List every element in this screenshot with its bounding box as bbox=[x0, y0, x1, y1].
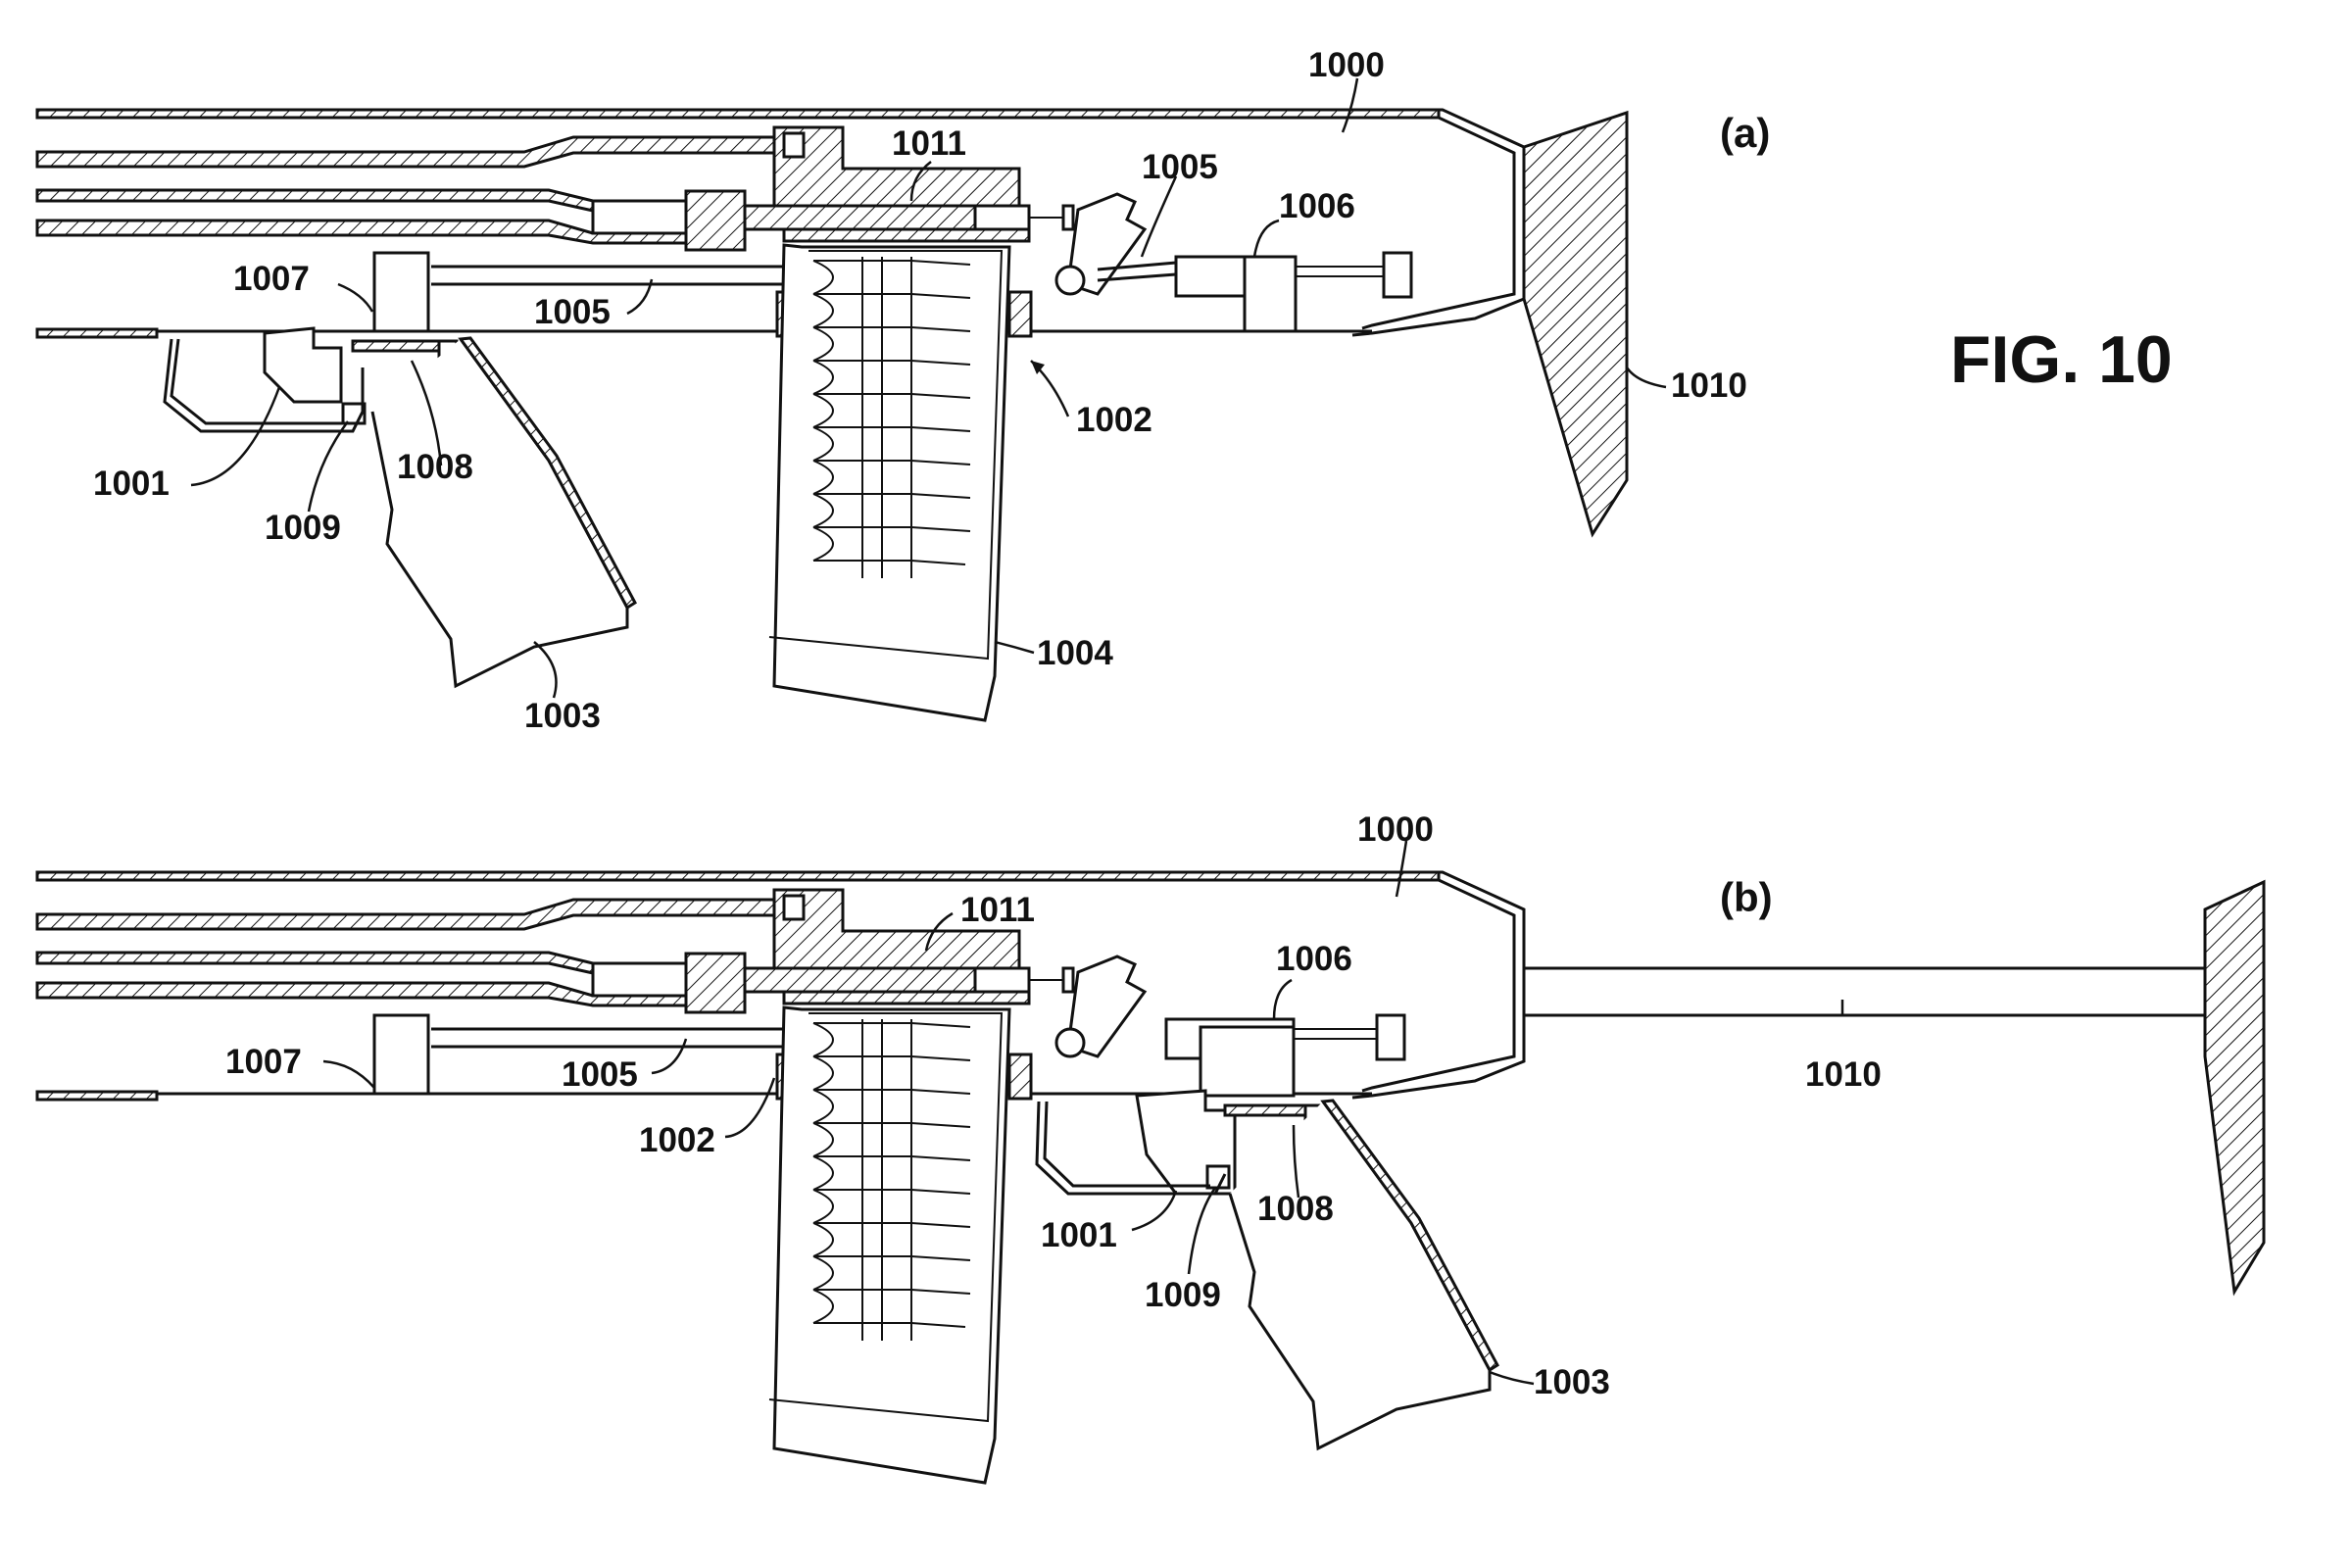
label-1005-upper-a: 1005 bbox=[1142, 148, 1218, 186]
label-1011-b: 1011 bbox=[960, 891, 1035, 929]
label-1003-b: 1003 bbox=[1534, 1363, 1610, 1401]
label-1007-a: 1007 bbox=[233, 260, 310, 298]
label-1002-a: 1002 bbox=[1076, 401, 1152, 439]
label-1008-b: 1008 bbox=[1257, 1190, 1334, 1228]
label-1008-a: 1008 bbox=[397, 448, 473, 486]
label-1001-a: 1001 bbox=[93, 465, 170, 503]
label-1000-b: 1000 bbox=[1357, 810, 1434, 849]
label-1005-b: 1005 bbox=[562, 1055, 638, 1094]
panel-b-leaders bbox=[322, 840, 1844, 1386]
label-1000-a: 1000 bbox=[1308, 46, 1385, 84]
panel-b bbox=[35, 870, 2266, 1485]
panel-b-tag: (b) bbox=[1720, 874, 1773, 920]
label-1005-lower-a: 1005 bbox=[534, 293, 611, 331]
label-1011-a: 1011 bbox=[892, 124, 966, 163]
panel-a-leaders bbox=[190, 77, 1667, 699]
figure-title: FIG. 10 bbox=[1950, 322, 2173, 397]
label-1006-b: 1006 bbox=[1276, 940, 1352, 978]
label-1003-a: 1003 bbox=[524, 697, 601, 735]
label-1001-b: 1001 bbox=[1041, 1216, 1117, 1254]
label-1010-a: 1010 bbox=[1671, 367, 1747, 405]
panel-a-tag: (a) bbox=[1720, 110, 1770, 156]
label-1010-b: 1010 bbox=[1805, 1055, 1882, 1094]
label-1007-b: 1007 bbox=[225, 1043, 302, 1081]
label-1004-a: 1004 bbox=[1037, 634, 1113, 672]
label-1009-a: 1009 bbox=[265, 509, 341, 547]
panel-a bbox=[35, 108, 1629, 722]
label-1006-a: 1006 bbox=[1279, 187, 1355, 225]
label-1002-b: 1002 bbox=[639, 1121, 715, 1159]
label-1009-b: 1009 bbox=[1145, 1276, 1221, 1314]
